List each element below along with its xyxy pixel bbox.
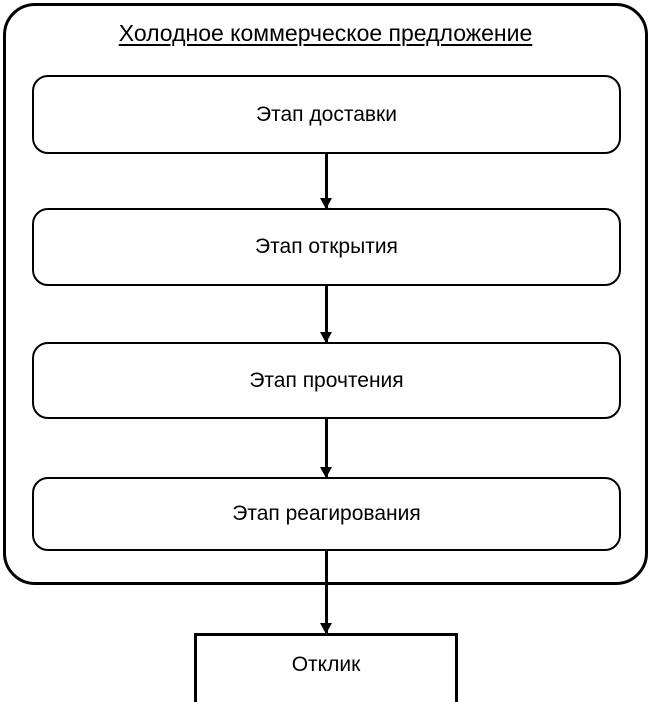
terminal-label-response: Отклик	[291, 653, 361, 676]
connector-delivery-to-opening	[320, 154, 332, 209]
connector-reacting-to-response	[320, 551, 332, 634]
stage-label-reacting: Этап реагирования	[232, 502, 421, 525]
diagram-title: Холодное коммерческое предложение	[118, 20, 533, 46]
stage-label-delivery: Этап доставки	[256, 102, 397, 126]
connector-opening-to-reading	[320, 286, 332, 343]
connector-reading-to-reacting	[320, 419, 332, 478]
arrow-down-icon	[320, 332, 332, 343]
stage-box-opening[interactable]: Этап открытия	[32, 208, 621, 286]
arrow-down-icon	[320, 467, 332, 478]
stage-label-opening: Этап открытия	[255, 235, 398, 258]
stage-box-delivery[interactable]: Этап доставки	[32, 75, 621, 154]
terminal-box-response[interactable]: Отклик	[194, 633, 458, 702]
stage-box-reading[interactable]: Этап прочтения	[32, 342, 621, 419]
arrow-down-icon	[320, 198, 332, 209]
arrow-down-icon	[320, 623, 332, 634]
stage-box-reacting[interactable]: Этап реагирования	[32, 477, 621, 551]
stage-label-reading: Этап прочтения	[249, 368, 404, 392]
